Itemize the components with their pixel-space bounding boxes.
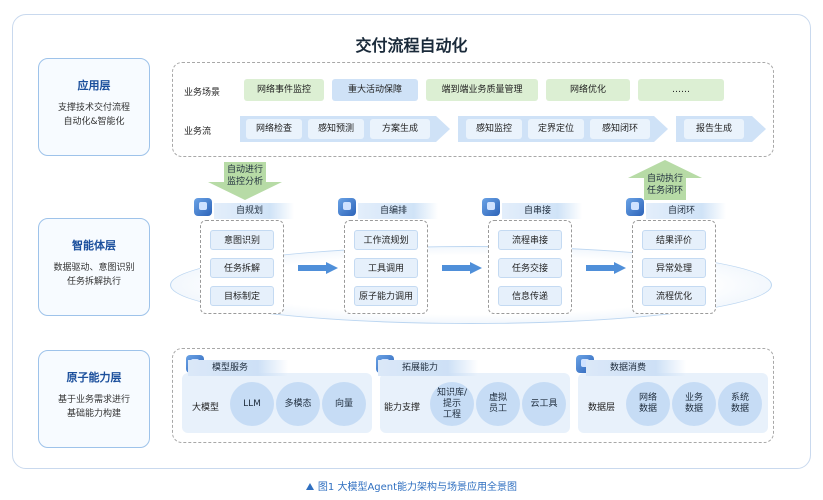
- atom-item: 多模态: [276, 382, 320, 426]
- arrow-text-line: 自动进行: [226, 165, 263, 175]
- flow-chip: 方案生成: [370, 119, 430, 139]
- agent-task: 工作流规划: [354, 230, 418, 250]
- atom-head: 数据消费: [586, 360, 686, 376]
- up-arrow-text: 自动执行 任务闭环: [626, 173, 704, 197]
- agent-task: 流程优化: [642, 286, 706, 306]
- robot-icon: [194, 198, 212, 216]
- up-arrow: 自动执行 任务闭环: [626, 160, 704, 200]
- triangle-icon: [305, 483, 314, 490]
- layer-desc-line: 支撑技术交付流程: [57, 103, 130, 113]
- flow-chip: 报告生成: [684, 119, 744, 139]
- layer-desc-line: 基于业务需求进行: [57, 395, 130, 405]
- agent-task: 任务拆解: [210, 258, 274, 278]
- scene-chip: 网络优化: [546, 79, 630, 101]
- layer-box-agent: 智能体层 数据驱动、意图识别 任务拆解执行: [38, 218, 150, 316]
- flow-chip: 感知监控: [466, 119, 522, 139]
- caption-text: 图1 大模型Agent能力架构与场景应用全景图: [317, 482, 518, 493]
- layer-title: 智能体层: [72, 239, 116, 252]
- application-panel: [172, 62, 774, 157]
- arrow-text-line: 自动执行: [646, 174, 683, 184]
- right-arrow-icon: [586, 262, 626, 274]
- layer-desc-line: 任务拆解执行: [66, 277, 121, 287]
- scene-chip: 网络事件监控: [244, 79, 324, 101]
- agent-task: 流程串接: [498, 230, 562, 250]
- agent-task: 原子能力调用: [354, 286, 418, 306]
- diagram-title: 交付流程自动化: [355, 36, 468, 55]
- atom-item: 网络 数据: [626, 382, 670, 426]
- agent-task: 结果评价: [642, 230, 706, 250]
- arrow-text-line: 任务闭环: [646, 186, 683, 196]
- scene-chip: 重大活动保障: [332, 79, 418, 101]
- layer-desc: 支撑技术交付流程 自动化&智能化: [39, 101, 149, 129]
- atom-label: 大模型: [192, 403, 220, 413]
- right-arrow-icon: [298, 262, 338, 274]
- agent-head: 自串接: [502, 203, 582, 219]
- flow-chip: 定界定位: [528, 119, 584, 139]
- atom-label: 数据层: [588, 403, 616, 413]
- scene-chip: ……: [638, 79, 724, 101]
- atom-head: 拓展能力: [378, 360, 478, 376]
- agent-task: 意图识别: [210, 230, 274, 250]
- atom-item: LLM: [230, 382, 274, 426]
- flow-chip: 感知预测: [308, 119, 364, 139]
- layer-desc-line: 自动化&智能化: [63, 117, 125, 127]
- flow-arrow-tip: [436, 116, 450, 142]
- layer-title: 应用层: [77, 79, 111, 92]
- agent-box: 意图识别 任务拆解 目标制定: [200, 220, 284, 314]
- robot-icon: [338, 198, 356, 216]
- atom-item: 向量: [322, 382, 366, 426]
- flow-row-label: 业务流: [184, 127, 212, 137]
- right-arrow-icon: [442, 262, 482, 274]
- agent-head: 自编排: [358, 203, 438, 219]
- arrow-text-line: 监控分析: [226, 177, 263, 187]
- layer-desc-line: 数据驱动、意图识别: [53, 263, 135, 273]
- down-arrow: 自动进行 监控分析: [206, 162, 284, 200]
- robot-icon: [482, 198, 500, 216]
- robot-icon: [626, 198, 644, 216]
- down-arrow-text: 自动进行 监控分析: [206, 164, 284, 188]
- agent-task: 信息传递: [498, 286, 562, 306]
- atom-item: 云工具: [522, 382, 566, 426]
- atom-item: 虚拟 员工: [476, 382, 520, 426]
- flow-arrow-tip: [654, 116, 668, 142]
- agent-box: 流程串接 任务交接 信息传递: [488, 220, 572, 314]
- agent-task: 工具调用: [354, 258, 418, 278]
- scene-row-label: 业务场景: [184, 88, 221, 98]
- atom-head: 模型服务: [188, 360, 288, 376]
- atom-item: 业务 数据: [672, 382, 716, 426]
- atom-item: 系统 数据: [718, 382, 762, 426]
- agent-box: 结果评价 异常处理 流程优化: [632, 220, 716, 314]
- atom-label: 能力支撑: [384, 403, 421, 413]
- agent-task: 目标制定: [210, 286, 274, 306]
- flow-chip: 网络检查: [246, 119, 302, 139]
- layer-desc: 基于业务需求进行 基础能力构建: [39, 393, 149, 421]
- atom-item: 知识库/ 提示 工程: [430, 382, 474, 426]
- agent-box: 工作流规划 工具调用 原子能力调用: [344, 220, 428, 314]
- agent-task: 任务交接: [498, 258, 562, 278]
- layer-box-atomic: 原子能力层 基于业务需求进行 基础能力构建: [38, 350, 150, 448]
- agent-task: 异常处理: [642, 258, 706, 278]
- layer-box-application: 应用层 支撑技术交付流程 自动化&智能化: [38, 58, 150, 156]
- figure-caption: 图1 大模型Agent能力架构与场景应用全景图: [0, 478, 823, 493]
- layer-desc-line: 基础能力构建: [66, 409, 121, 419]
- scene-chip: 端到端业务质量管理: [426, 79, 538, 101]
- flow-arrow-tip: [752, 116, 766, 142]
- agent-head: 自规划: [214, 203, 294, 219]
- agent-head: 自闭环: [646, 203, 726, 219]
- layer-desc: 数据驱动、意图识别 任务拆解执行: [39, 261, 149, 289]
- flow-chip: 感知闭环: [590, 119, 650, 139]
- layer-title: 原子能力层: [66, 371, 122, 384]
